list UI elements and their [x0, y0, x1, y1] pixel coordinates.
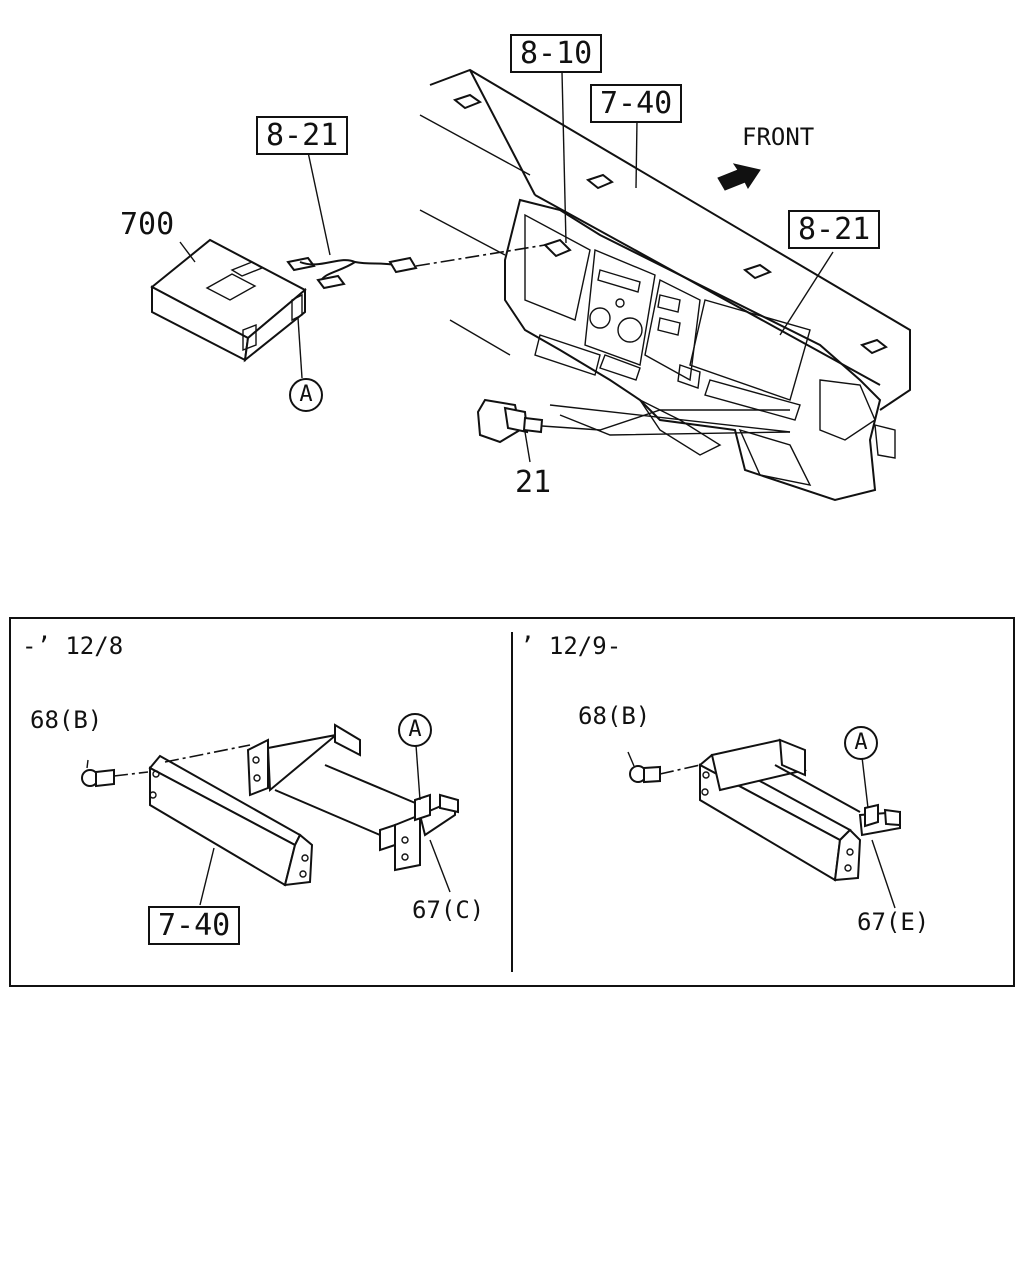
left-bolt-drawing — [81, 759, 115, 788]
part-label-21: 21 — [515, 465, 552, 500]
ref-label-8-21-right: 8-21 — [788, 210, 881, 249]
right-callout-a: A — [844, 726, 878, 760]
right-assembly-drawing — [698, 738, 901, 909]
dashboard-drawing — [419, 68, 911, 502]
right-bolt-drawing — [627, 751, 701, 784]
left-bracket-drawing — [246, 723, 459, 893]
left-unit-drawing — [113, 744, 314, 906]
left-ref-label-7-40: 7-40 — [148, 906, 241, 945]
callout-a-top: A — [289, 378, 323, 412]
part-label-700: 700 — [120, 207, 175, 242]
left-inset-period: -’ 12/8 — [22, 632, 124, 660]
ref-label-8-21-left: 8-21 — [256, 116, 349, 155]
control-unit-drawing — [150, 238, 307, 363]
front-arrow-icon — [717, 163, 761, 191]
left-bracket-label: 67(C) — [412, 896, 485, 924]
ref-label-7-40: 7-40 — [590, 84, 683, 123]
right-inset-period: ’ 12/9- — [520, 632, 622, 660]
ref-label-8-10: 8-10 — [510, 34, 603, 73]
switch-drawing — [476, 398, 791, 444]
left-callout-a: A — [398, 713, 432, 747]
front-label: FRONT — [742, 123, 815, 151]
left-bolt-label: 68(B) — [30, 706, 103, 734]
wire-harness-drawing — [286, 244, 546, 290]
right-bracket-label: 67(E) — [857, 908, 930, 936]
inset-frame — [9, 617, 1015, 987]
right-bolt-label: 68(B) — [578, 702, 651, 730]
